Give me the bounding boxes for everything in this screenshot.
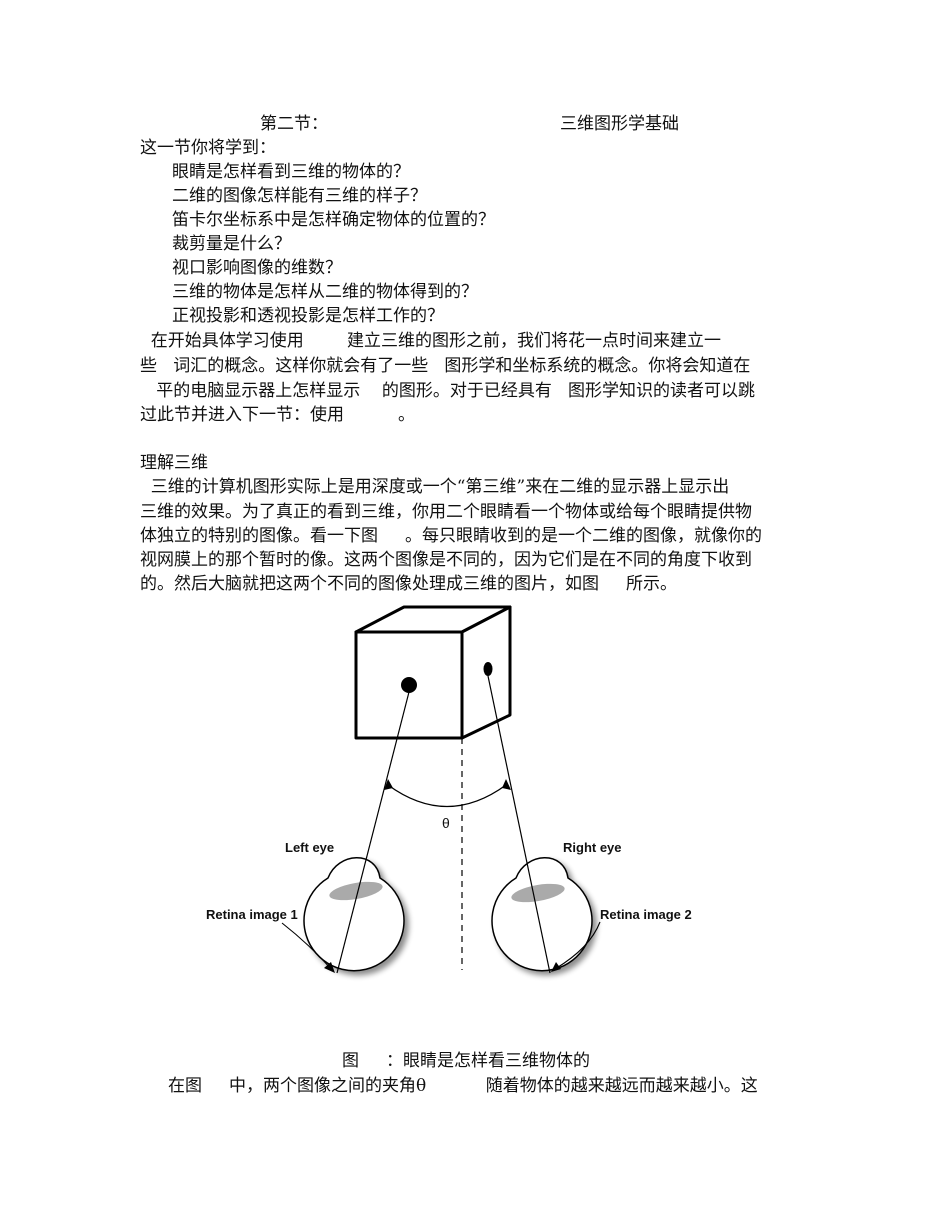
cube-dot-side	[483, 662, 493, 676]
retina2-arrowhead	[551, 962, 561, 972]
eyes-3d-figure: θ Left eye Right eye Retina image 1 Reti…	[206, 605, 692, 974]
figure-caption: 图 ：眼睛是怎样看三维物体的	[342, 1051, 591, 1071]
theta-label: θ	[442, 815, 450, 831]
paragraph-line: 三维的效果。为了真正的看到三维，你用二个眼睛看一个物体或给每个眼睛提供物	[140, 502, 752, 522]
paragraph-line: 在开始具体学习使用 建立三维的图形之前，我们将花一点时间来建立一	[140, 331, 722, 351]
subheading: 理解三维	[140, 453, 208, 473]
list-item: 笛卡尔坐标系中是怎样确定物体的位置的？	[172, 210, 495, 230]
right-eye	[491, 857, 593, 972]
list-item: 视口影响图像的维数？	[172, 258, 342, 278]
left-eye-label: Left eye	[285, 840, 334, 855]
intro-text: 这一节你将学到：	[140, 138, 276, 158]
right-eye-lens	[511, 883, 565, 903]
list-item: 二维的图像怎样能有三维的样子？	[172, 186, 427, 206]
cube-dot-front	[401, 677, 417, 693]
section-number: 第二节：	[260, 114, 328, 134]
paragraph-line: 平的电脑显示器上怎样显示 的图形。对于已经具有 图形学知识的读者可以跳	[140, 381, 756, 401]
retina1-arrowhead	[324, 962, 335, 973]
list-item: 眼睛是怎样看到三维的物体的？	[172, 162, 410, 182]
right-eye-label: Right eye	[563, 840, 622, 855]
paragraph-line: 的。然后大脑就把这两个不同的图像处理成三维的图片，如图 所示。	[140, 574, 678, 594]
paragraph-line: 体独立的特别的图像。看一下图 。每只眼睛收到的是一个二维的图像，就像你的	[140, 526, 763, 546]
list-item: 三维的物体是怎样从二维的物体得到的？	[172, 282, 478, 302]
arc-arrow-left	[384, 779, 393, 790]
cube	[354, 605, 512, 740]
arc-arrow-right	[502, 779, 511, 790]
angle-arc	[387, 784, 507, 808]
left-eye	[303, 857, 405, 972]
section-title: 三维图形学基础	[560, 114, 679, 134]
paragraph-line: 三维的计算机图形实际上是用深度或一个“第三维”来在二维的显示器上显示出	[140, 477, 730, 497]
list-item: 正视投影和透视投影是怎样工作的？	[172, 306, 444, 326]
retina2-pointer	[554, 921, 601, 970]
paragraph-line: 在图 中，两个图像之间的夹角θ 随着物体的越来越远而越来越小。这	[168, 1076, 758, 1096]
left-sight-line	[336, 691, 410, 974]
retina1-label: Retina image 1	[206, 907, 298, 922]
list-item: 裁剪量是什么？	[172, 234, 291, 254]
paragraph-line: 过此节并进入下一节：使用 。	[140, 405, 416, 425]
right-sight-line	[487, 675, 551, 974]
retina2-label: Retina image 2	[600, 907, 692, 922]
paragraph-line: 些 词汇的概念。这样你就会有了一些 图形学和坐标系统的概念。你将会知道在	[140, 356, 751, 376]
paragraph-line: 视网膜上的那个暂时的像。这两个图像是不同的，因为它们是在不同的角度下收到	[140, 550, 752, 570]
left-eye-lens	[329, 881, 383, 901]
